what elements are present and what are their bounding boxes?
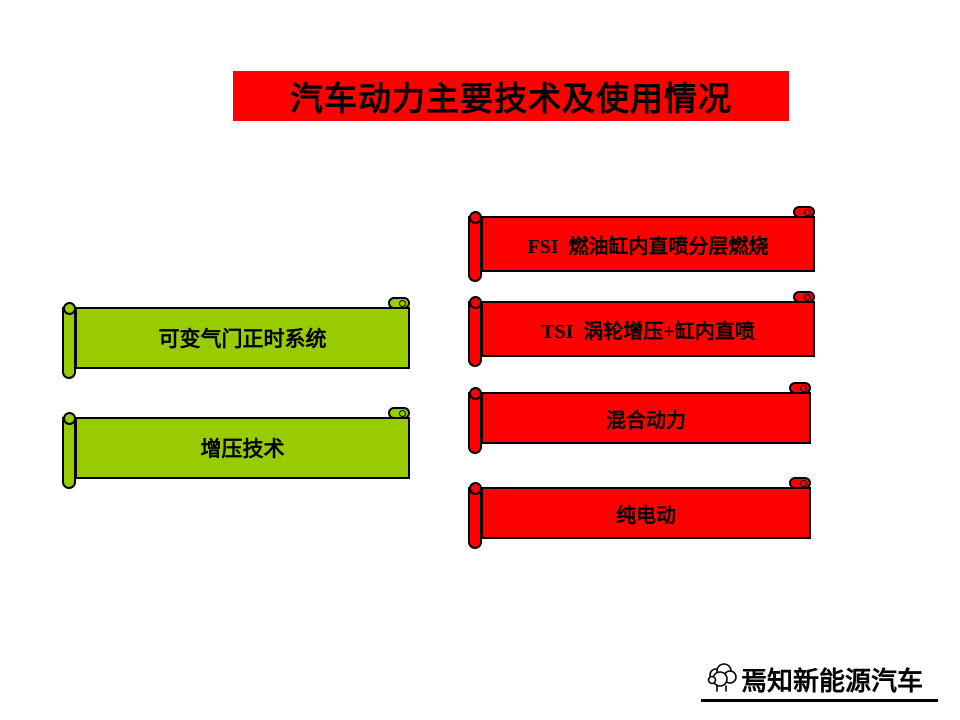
- scroll-roll-knob-icon: [469, 387, 482, 400]
- banner-label: FSI 燃油缸内直喷分层燃烧: [481, 216, 815, 272]
- scroll-roll-knob-icon: [63, 302, 76, 315]
- scroll-roll-knob-icon: [469, 296, 482, 309]
- scroll-curl-dot-icon: [399, 300, 406, 307]
- watermark-underline: [701, 699, 938, 702]
- scroll-curl-dot-icon: [804, 209, 811, 216]
- scroll-roll-knob-icon: [469, 211, 482, 224]
- scroll-left-roll: [468, 301, 482, 367]
- scroll-left-roll: [468, 216, 482, 282]
- banner-supercharging-tech: 增压技术: [62, 407, 410, 489]
- scroll-curl-dot-icon: [800, 385, 807, 392]
- watermark-text: 焉知新能源汽车: [741, 666, 924, 696]
- banner-fsi: FSI 燃油缸内直喷分层燃烧: [468, 206, 815, 282]
- scroll-curl-dot-icon: [399, 410, 406, 417]
- sheep-logo-icon: [707, 663, 737, 692]
- slide-title: 汽车动力主要技术及使用情况: [233, 71, 789, 121]
- banner-pure-electric: 纯电动: [468, 477, 811, 549]
- scroll-roll-knob-icon: [63, 412, 76, 425]
- banner-label: TSI 涡轮增压+缸内直喷: [481, 301, 815, 357]
- banner-label: 增压技术: [75, 417, 410, 479]
- banner-hybrid-power: 混合动力: [468, 382, 811, 454]
- scroll-curl-dot-icon: [800, 480, 807, 487]
- scroll-left-roll: [468, 392, 482, 454]
- banner-label: 纯电动: [481, 487, 811, 539]
- scroll-left-roll: [468, 487, 482, 549]
- scroll-left-roll: [62, 417, 76, 489]
- banner-tsi: TSI 涡轮增压+缸内直喷: [468, 291, 815, 367]
- scroll-roll-knob-icon: [469, 482, 482, 495]
- banner-variable-valve-timing: 可变气门正时系统: [62, 297, 410, 379]
- banner-label: 可变气门正时系统: [75, 307, 410, 369]
- scroll-curl-dot-icon: [804, 294, 811, 301]
- banner-label: 混合动力: [481, 392, 811, 444]
- scroll-left-roll: [62, 307, 76, 379]
